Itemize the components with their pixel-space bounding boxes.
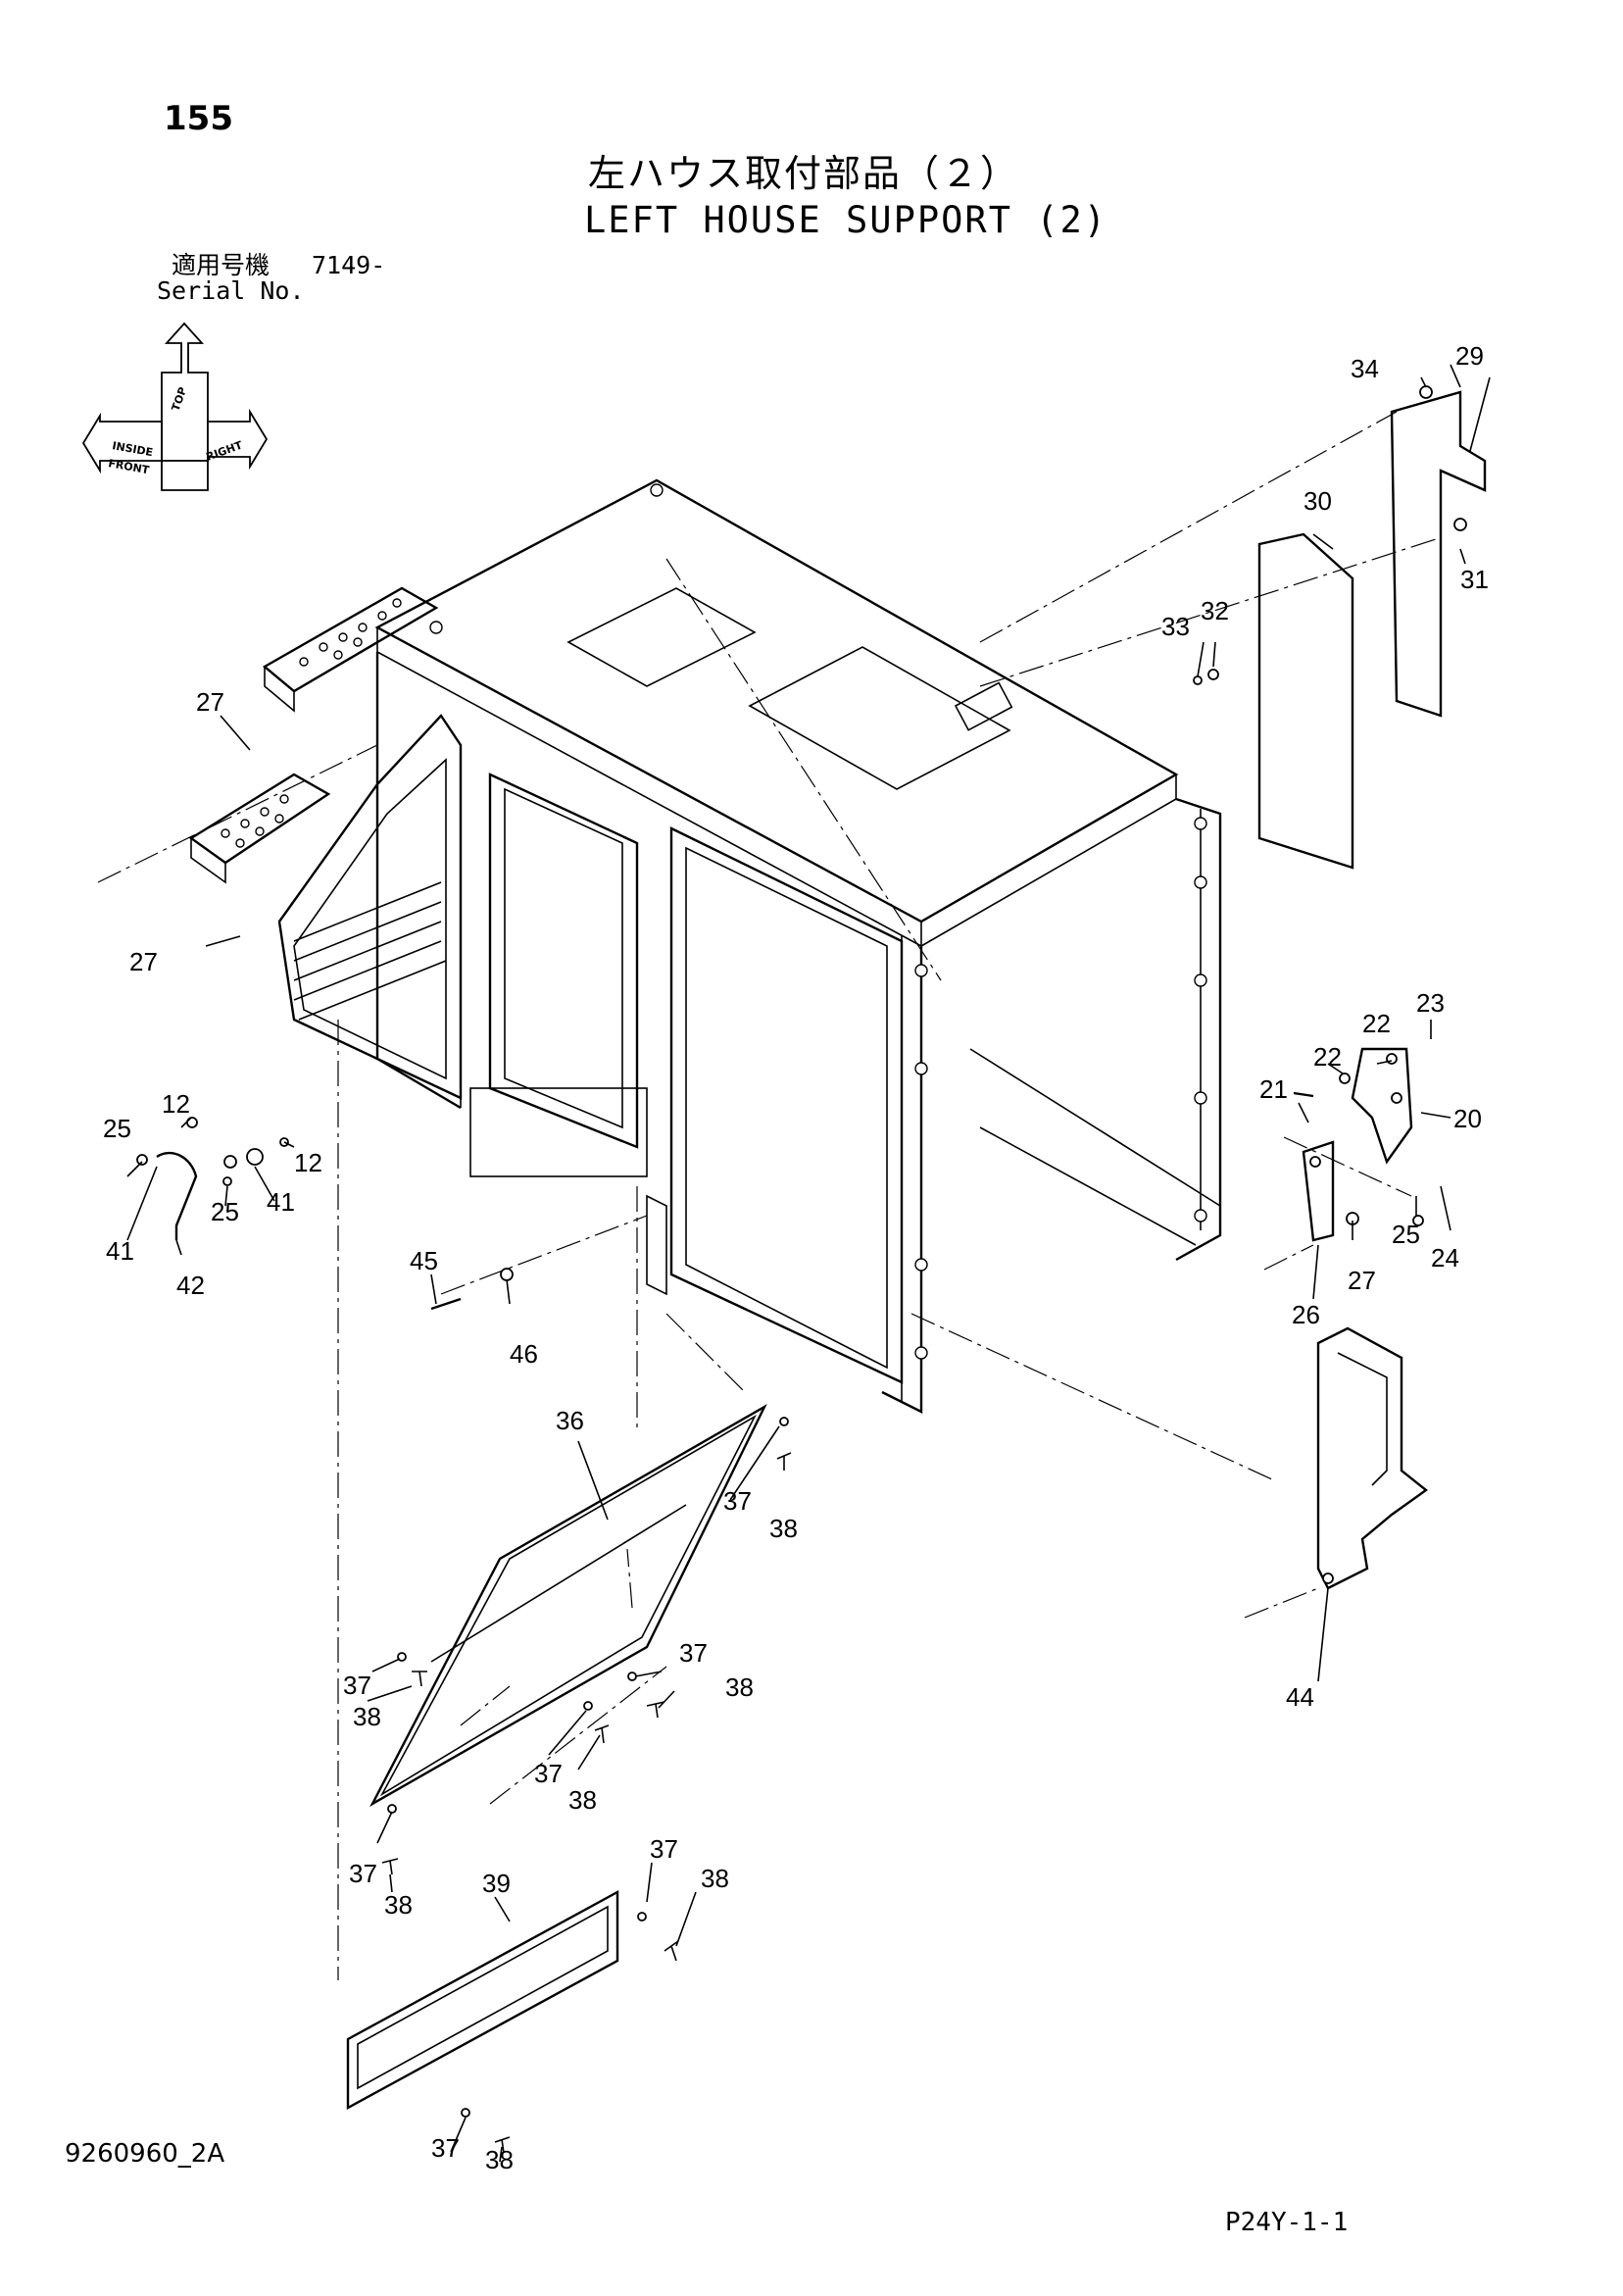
callout-44: 44 [1286, 1682, 1314, 1712]
drawing-number: 9260960_2A [65, 2139, 225, 2169]
callout-37-d: 37 [534, 1759, 563, 1788]
part-callouts: 29 34 30 31 32 33 27 27 12 12 25 25 41 4… [103, 341, 1489, 2174]
part-44-guard [1316, 1326, 1428, 1590]
callout-31: 31 [1460, 565, 1489, 594]
callout-38-c: 38 [725, 1672, 754, 1702]
callout-33: 33 [1161, 612, 1190, 641]
serial-number-value: 7149- [312, 251, 386, 279]
callout-leaders [126, 364, 1491, 2163]
part-29-bracket [1390, 385, 1487, 718]
callout-30: 30 [1303, 486, 1332, 516]
callout-34: 34 [1351, 354, 1379, 383]
part-26-bracket [1293, 1091, 1424, 1242]
part-39-screen [346, 1889, 647, 2118]
left-house-body [188, 478, 1222, 1414]
callout-41-left: 41 [106, 1236, 134, 1266]
callout-12-left: 12 [162, 1089, 190, 1119]
callout-37-f: 37 [650, 1834, 678, 1864]
serial-label-english: Serial No. [157, 276, 305, 305]
part-20-bracket [1339, 1047, 1413, 1165]
callout-38-a: 38 [769, 1514, 798, 1543]
callout-24: 24 [1431, 1243, 1459, 1273]
callout-37-g: 37 [431, 2133, 460, 2163]
wing-nut-icons [381, 1452, 792, 2154]
page-number: 155 [164, 99, 233, 138]
callout-38-b: 38 [353, 1702, 381, 1731]
callout-37-c: 37 [679, 1638, 708, 1668]
callout-29: 29 [1455, 341, 1484, 371]
callout-38-g: 38 [485, 2145, 514, 2174]
callout-27-right: 27 [1348, 1266, 1376, 1295]
callout-20: 20 [1453, 1104, 1482, 1133]
callout-22-right: 22 [1362, 1009, 1391, 1038]
callout-36: 36 [556, 1406, 584, 1435]
callout-46: 46 [510, 1339, 538, 1369]
serial-label-japanese: 適用号機 [172, 251, 270, 279]
callout-27-upper: 27 [196, 687, 224, 717]
callout-37-e: 37 [349, 1859, 377, 1888]
orientation-arrow-icon: INSIDE TOP FRONT RIGHT [81, 322, 269, 491]
page-code: P24Y-1-1 [1225, 2208, 1349, 2237]
callout-21: 21 [1259, 1074, 1288, 1104]
callout-25-left: 25 [103, 1114, 131, 1143]
callout-37-a: 37 [723, 1486, 752, 1516]
callout-12-right: 12 [294, 1148, 322, 1177]
callout-38-e: 38 [384, 1890, 413, 1920]
callout-27-lower: 27 [129, 947, 158, 976]
callout-25-right: 25 [1392, 1220, 1420, 1249]
callout-32: 32 [1201, 596, 1229, 625]
callout-23: 23 [1416, 988, 1445, 1018]
leader-lines [97, 411, 1437, 1980]
callout-39: 39 [482, 1869, 511, 1898]
page-title-english: LEFT HOUSE SUPPORT (2) [584, 199, 1108, 241]
callout-26: 26 [1292, 1300, 1320, 1329]
callout-22-left: 22 [1313, 1042, 1342, 1072]
part-36-screen [369, 1404, 789, 1814]
callout-38-d: 38 [568, 1785, 597, 1815]
part-45-bolt [430, 1268, 514, 1311]
callout-37-b: 37 [343, 1671, 371, 1700]
callout-42: 42 [176, 1271, 205, 1300]
callout-38-f: 38 [701, 1864, 729, 1893]
page-title-japanese: 左ハウス取付部品（２） [588, 152, 1020, 195]
part-30-plate [1193, 532, 1354, 870]
callout-25-mid: 25 [211, 1197, 239, 1226]
callout-45: 45 [410, 1246, 438, 1275]
part-42-lamp-bracket [136, 1117, 289, 1240]
callout-41-right: 41 [267, 1187, 295, 1217]
